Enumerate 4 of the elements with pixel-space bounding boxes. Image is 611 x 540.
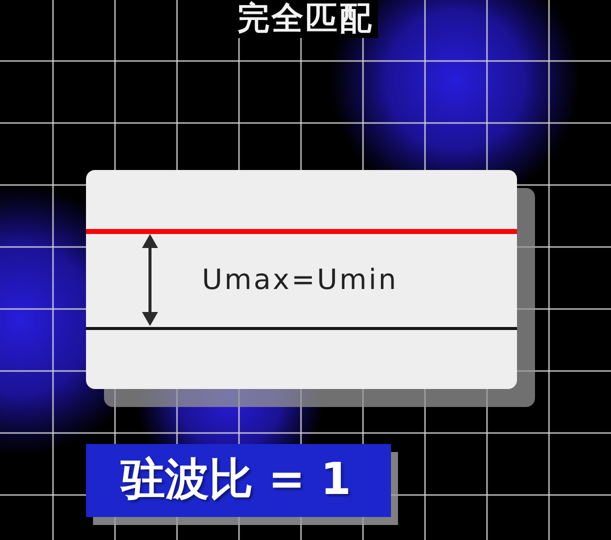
banner: [86, 444, 391, 517]
formula-text: Umax=Umin: [202, 263, 398, 297]
card: [86, 170, 517, 389]
banner-text: 驻波比 = 1: [120, 454, 352, 506]
